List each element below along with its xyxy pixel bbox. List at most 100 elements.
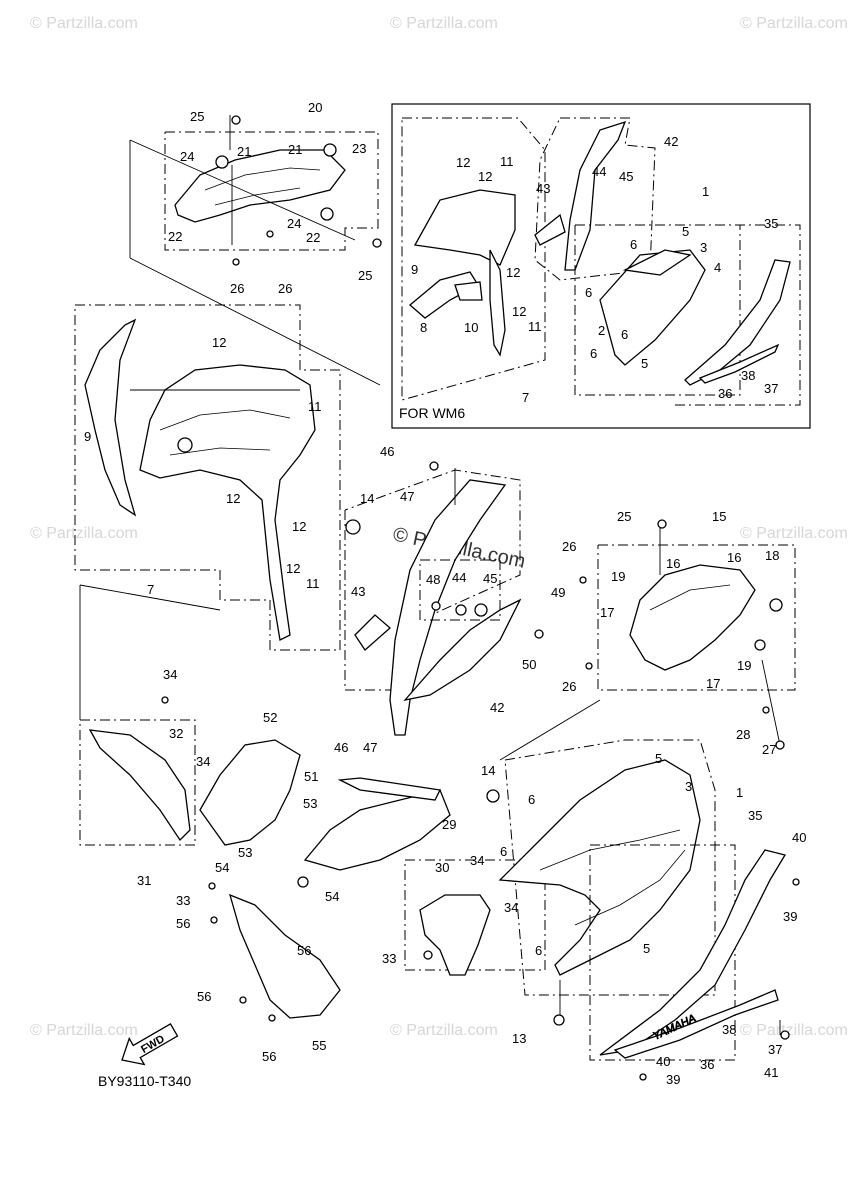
callout-22: 22 [306, 230, 320, 245]
diagram-code: BY93110-T340 [98, 1073, 191, 1089]
callout-2: 2 [598, 323, 605, 338]
callout-33: 33 [382, 951, 396, 966]
callout-49: 49 [551, 585, 565, 600]
callout-24: 24 [180, 149, 194, 164]
callout-38: 38 [722, 1022, 736, 1037]
callout-40: 40 [792, 830, 806, 845]
watermark-mid-left: © Partzilla.com [30, 525, 138, 542]
callout-51: 51 [304, 769, 318, 784]
callout-26: 26 [562, 539, 576, 554]
callout-20: 20 [308, 100, 322, 115]
bracket-assembly-20 [129, 131, 381, 386]
watermark-mid-right: © Partzilla.com [740, 525, 848, 542]
callout-24: 24 [287, 216, 301, 231]
inset-label: FOR WM6 [399, 405, 465, 421]
callout-12: 12 [456, 155, 470, 170]
callout-25: 25 [358, 268, 372, 283]
callout-27: 27 [762, 742, 776, 757]
callout-34: 34 [163, 667, 177, 682]
callout-9: 9 [411, 262, 418, 277]
callout-56: 56 [262, 1049, 276, 1064]
callout-17: 17 [706, 676, 720, 691]
callout-37: 37 [764, 381, 778, 396]
under-cowl-31-55 [79, 719, 451, 1019]
callout-6: 6 [528, 792, 535, 807]
inset-wm6 [391, 103, 811, 429]
callout-6: 6 [630, 237, 637, 252]
callout-39: 39 [783, 909, 797, 924]
callout-54: 54 [325, 889, 339, 904]
watermark-top-right: © Partzilla.com [740, 15, 848, 32]
bracket-29 [404, 859, 546, 976]
callout-31: 31 [137, 873, 151, 888]
callout-35: 35 [764, 216, 778, 231]
watermark-top-center: © Partzilla.com [390, 15, 498, 32]
callout-9: 9 [84, 429, 91, 444]
callout-30: 30 [435, 860, 449, 875]
callout-42: 42 [664, 134, 678, 149]
callout-15: 15 [712, 509, 726, 524]
callout-56: 56 [197, 989, 211, 1004]
fasteners [161, 115, 800, 1081]
callout-14: 14 [481, 763, 495, 778]
callout-45: 45 [483, 571, 497, 586]
callout-5: 5 [643, 941, 650, 956]
callout-25: 25 [190, 109, 204, 124]
callout-19: 19 [737, 658, 751, 673]
callout-36: 36 [700, 1057, 714, 1072]
callout-23: 23 [352, 141, 366, 156]
callout-5: 5 [641, 356, 648, 371]
callout-46: 46 [334, 740, 348, 755]
callout-19: 19 [611, 569, 625, 584]
callout-29: 29 [442, 817, 456, 832]
side-panel-1: YAMAHA [498, 699, 787, 1061]
callout-56: 56 [176, 916, 190, 931]
fwd-label: FWD [139, 1033, 167, 1056]
callout-12: 12 [506, 265, 520, 280]
callout-14: 14 [360, 491, 374, 506]
watermark-bottom-left: © Partzilla.com [30, 1022, 138, 1039]
callout-56: 56 [297, 943, 311, 958]
callout-55: 55 [312, 1038, 326, 1053]
callout-11: 11 [306, 576, 320, 591]
callout-6: 6 [500, 844, 507, 859]
callout-26: 26 [230, 281, 244, 296]
callout-8: 8 [420, 320, 427, 335]
callout-12: 12 [512, 304, 526, 319]
callout-12: 12 [286, 561, 300, 576]
callout-7: 7 [522, 390, 529, 405]
callout-52: 52 [263, 710, 277, 725]
callout-18: 18 [765, 548, 779, 563]
callout-46: 46 [380, 444, 394, 459]
callout-53: 53 [238, 845, 252, 860]
callout-47: 47 [400, 489, 414, 504]
callout-12: 12 [292, 519, 306, 534]
callout-17: 17 [600, 605, 614, 620]
callout-11: 11 [308, 399, 322, 414]
callout-34: 34 [504, 900, 518, 915]
callout-26: 26 [278, 281, 292, 296]
callout-16: 16 [727, 550, 741, 565]
callout-5: 5 [682, 224, 689, 239]
watermark-bottom-right: © Partzilla.com [740, 1022, 848, 1039]
callout-3: 3 [685, 779, 692, 794]
callout-43: 43 [351, 584, 365, 599]
callout-12: 12 [212, 335, 226, 350]
callout-3: 3 [700, 240, 707, 255]
side-cowl-9 [74, 304, 341, 651]
callout-13: 13 [512, 1031, 526, 1046]
callout-6: 6 [535, 943, 542, 958]
callout-42: 42 [490, 700, 504, 715]
callout-10: 10 [464, 320, 478, 335]
leader-lines [79, 115, 781, 1035]
callout-6: 6 [590, 346, 597, 361]
callout-50: 50 [522, 657, 536, 672]
callout-34: 34 [470, 853, 484, 868]
watermarks: © Partzilla.com © Partzilla.com © Partzi… [30, 15, 848, 1039]
callout-48: 48 [426, 572, 440, 587]
callout-12: 12 [226, 491, 240, 506]
callout-6: 6 [621, 327, 628, 342]
callout-26: 26 [562, 679, 576, 694]
callout-33: 33 [176, 893, 190, 908]
